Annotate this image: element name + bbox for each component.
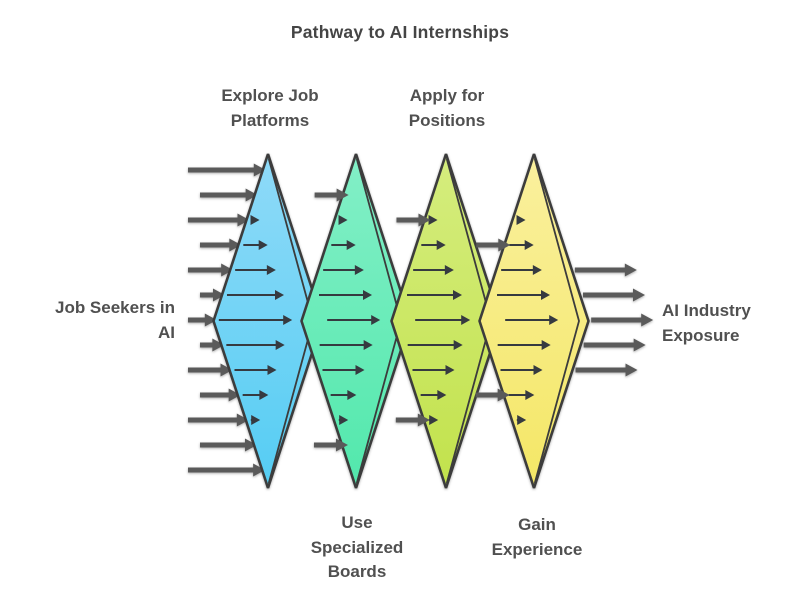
stage-arrow-head bbox=[346, 240, 356, 250]
stage-arrow-head bbox=[275, 290, 285, 300]
result-label-ai-industry-exposure: AI Industry Exposure bbox=[662, 299, 800, 348]
label-line: Job Seekers in bbox=[54, 298, 175, 317]
stage-arrow-head bbox=[436, 240, 446, 250]
source-label-job-seekers-in-ai: Job Seekers in AI bbox=[30, 296, 175, 345]
flow-arrow-head bbox=[624, 263, 637, 277]
label-line: Explore Job bbox=[221, 86, 319, 105]
stage-arrow-head bbox=[444, 265, 454, 275]
stage-arrow-head bbox=[453, 340, 463, 350]
flow-arrow-head bbox=[253, 463, 266, 477]
stage-arrow-head bbox=[445, 365, 455, 375]
stage-arrow-head bbox=[541, 290, 551, 300]
stage-arrow-head bbox=[250, 215, 260, 225]
flow-arrow-head bbox=[245, 188, 258, 202]
flow-arrow-head bbox=[417, 413, 430, 427]
flow-arrow-head bbox=[221, 263, 234, 277]
stage-arrow-head bbox=[541, 340, 551, 350]
label-line: Experience bbox=[491, 539, 583, 559]
stage-label-gain-experience: Gain Experience bbox=[445, 513, 629, 562]
label-line: Exposure bbox=[662, 325, 740, 345]
stage-arrow-head bbox=[283, 315, 293, 325]
stage-arrow-head bbox=[275, 340, 285, 350]
stage-arrow-head bbox=[354, 265, 364, 275]
stage-arrow-head bbox=[524, 240, 534, 250]
flow-arrow-head bbox=[633, 288, 646, 302]
stage-arrow-head bbox=[525, 390, 535, 400]
stage-arrow-head bbox=[453, 290, 463, 300]
stage-label-apply-for-positions: Apply for Positions bbox=[355, 84, 539, 133]
flow-arrow-head bbox=[237, 213, 250, 227]
stage-arrow-head bbox=[533, 365, 543, 375]
stage-arrow-head bbox=[363, 340, 373, 350]
label-line: Apply for bbox=[409, 86, 485, 105]
stage-arrow-head bbox=[258, 240, 268, 250]
flow-arrow-head bbox=[633, 338, 646, 352]
stage-arrow-head bbox=[347, 390, 357, 400]
flow-arrow-head bbox=[229, 238, 242, 252]
stage-arrow-head bbox=[517, 415, 527, 425]
stage-arrow-head bbox=[363, 290, 373, 300]
stage-arrow-head bbox=[437, 390, 447, 400]
stage-arrow-head bbox=[355, 365, 365, 375]
stage-label-use-specialized-boards: Use Specialized Boards bbox=[265, 511, 449, 585]
flow-arrow-head bbox=[336, 188, 349, 202]
stage-arrow-head bbox=[532, 265, 542, 275]
diagram-title: Pathway to AI Internships bbox=[290, 22, 510, 42]
flow-arrow-head bbox=[220, 363, 233, 377]
flow-arrow-head bbox=[641, 313, 654, 327]
stage-arrow-head bbox=[549, 315, 559, 325]
flow-arrow-head bbox=[335, 438, 348, 452]
stage-arrow-head bbox=[429, 415, 439, 425]
flow-arrow-head bbox=[497, 388, 510, 402]
stage-arrow-head bbox=[516, 215, 526, 225]
flow-arrow-head bbox=[498, 238, 511, 252]
stage-diamond-inner-line-4 bbox=[533, 158, 580, 484]
stage-arrow-head bbox=[266, 265, 276, 275]
label-line: Gain bbox=[518, 515, 556, 534]
flow-arrow-head bbox=[244, 438, 257, 452]
flow-arrow-head bbox=[625, 363, 638, 377]
stage-arrow-head bbox=[259, 390, 269, 400]
flow-arrow-head bbox=[212, 288, 225, 302]
stage-arrow-head bbox=[371, 315, 381, 325]
stage-arrow-head bbox=[428, 215, 438, 225]
flow-arrow-head bbox=[236, 413, 249, 427]
stage-arrow-head bbox=[251, 415, 261, 425]
label-line: Positions bbox=[408, 110, 486, 130]
stage-arrow-head bbox=[461, 315, 471, 325]
flow-arrow-head bbox=[212, 338, 225, 352]
label-line: AI Industry bbox=[662, 301, 751, 320]
stage-label-explore-job-platforms: Explore Job Platforms bbox=[178, 84, 362, 133]
stage-arrow-head bbox=[338, 215, 348, 225]
label-line: Boards bbox=[327, 562, 387, 581]
flow-arrow-head bbox=[418, 213, 431, 227]
flow-arrow-head bbox=[228, 388, 241, 402]
label-line: Specialized bbox=[310, 537, 404, 557]
label-line: Platforms bbox=[230, 110, 310, 130]
stage-arrow-head bbox=[339, 415, 349, 425]
label-line: Use bbox=[341, 513, 373, 532]
label-line: AI bbox=[158, 322, 175, 342]
stage-arrow-head bbox=[267, 365, 277, 375]
flow-arrow-head bbox=[204, 313, 217, 327]
flow-arrow-head bbox=[253, 163, 266, 177]
